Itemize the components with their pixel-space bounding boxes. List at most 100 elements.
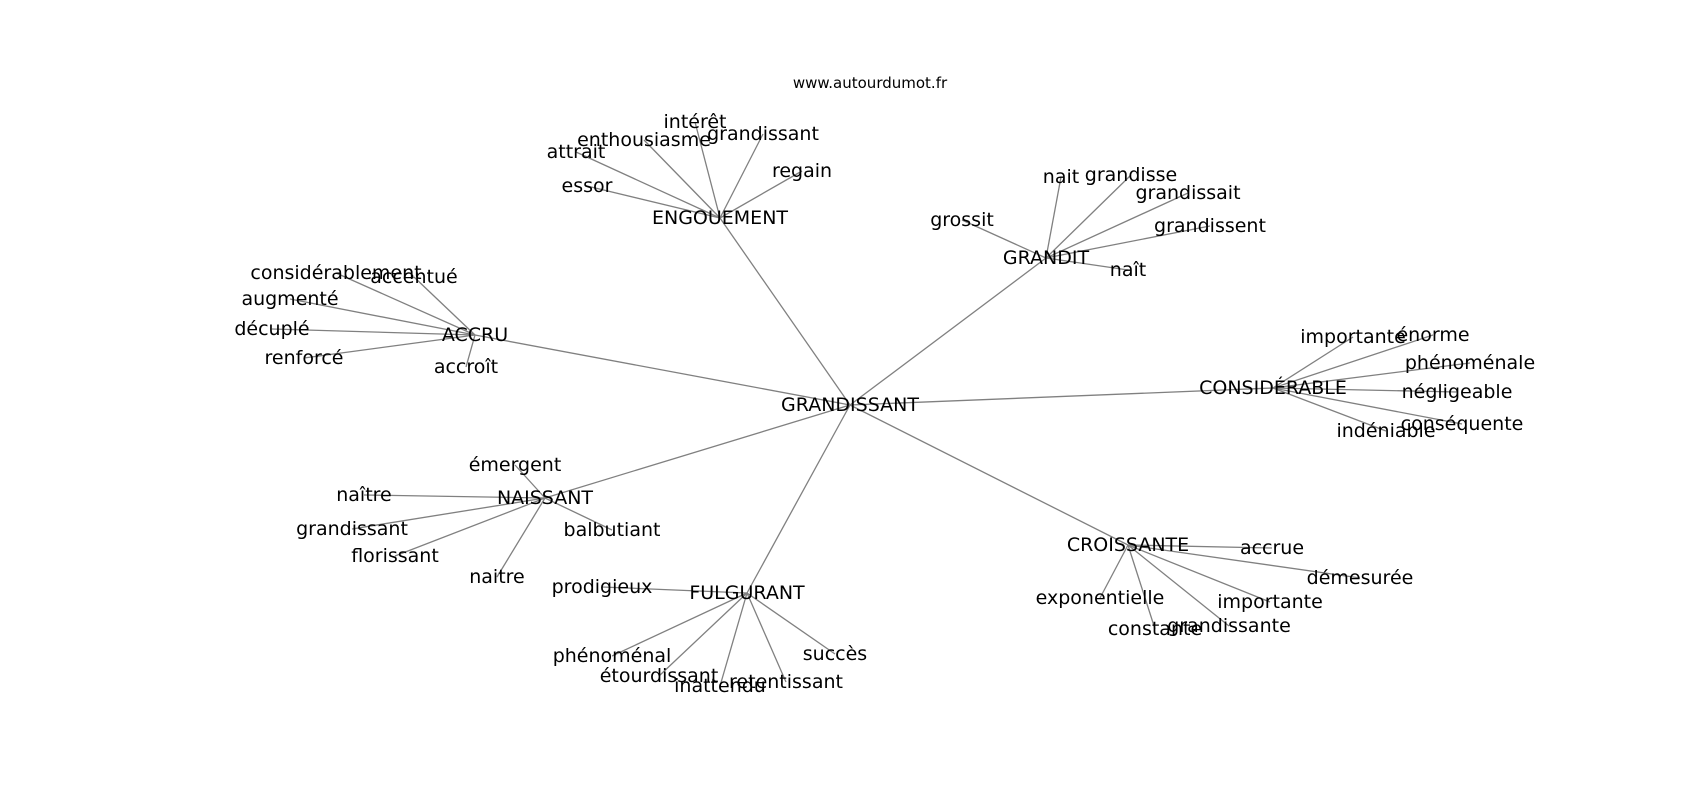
edge-center-considerable [849,387,1274,406]
edge-naissant-leaf-3 [394,497,546,557]
edge-center-fulgurant [746,404,851,594]
hub-node-fulgurant[interactable]: FULGURANT [689,582,805,604]
graph-edges [271,121,1471,687]
edge-croissante-leaf-2 [1127,544,1271,603]
leaf-node-croissante-0[interactable]: accrue [1240,537,1304,559]
leaf-node-croissante-5[interactable]: exponentielle [1036,587,1165,609]
hub-node-grandit[interactable]: GRANDIT [1003,247,1090,269]
edge-accru-leaf-1 [413,276,476,336]
edge-fulgurant-leaf-4 [746,592,787,683]
edge-grandit-leaf-1 [1045,174,1132,259]
edge-engouement-leaf-2 [694,121,721,219]
leaf-node-engouement-3[interactable]: grandissant [707,123,819,145]
edge-engouement-leaf-5 [586,185,721,219]
edge-considerable-leaf-1 [1272,334,1434,389]
edge-accru-leaf-3 [271,328,476,336]
edge-naissant-leaf-2 [351,497,546,530]
edge-considerable-leaf-5 [1272,387,1387,432]
leaf-node-accru-1[interactable]: accentué [370,266,457,288]
edge-grandit-leaf-3 [1045,225,1211,259]
edge-fulgurant-leaf-5 [746,592,836,655]
leaf-node-accru-5[interactable]: accroît [434,356,498,378]
edge-grandit-leaf-2 [1045,192,1189,259]
edge-fulgurant-leaf-1 [611,592,748,657]
edge-center-accru [474,334,851,406]
hub-node-naissant[interactable]: NAISSANT [497,487,593,509]
leaf-node-considerable-3[interactable]: négligeable [1402,381,1513,403]
edge-accru-leaf-2 [289,298,476,336]
hub-node-accru[interactable]: ACCRU [442,324,508,346]
edge-engouement-leaf-3 [719,133,764,219]
edge-engouement-leaf-0 [575,151,721,219]
leaf-node-considerable-1[interactable]: énorme [1396,324,1469,346]
leaf-node-engouement-0[interactable]: attrait [547,141,606,163]
leaf-node-engouement-2[interactable]: intérêt [664,111,727,133]
leaf-node-grandit-2[interactable]: grandissait [1135,182,1240,204]
edge-croissante-leaf-4 [1127,544,1156,630]
leaf-node-accru-3[interactable]: décuplé [234,318,309,340]
leaf-node-croissante-3[interactable]: grandissante [1167,615,1291,637]
leaf-node-considerable-0[interactable]: importante [1300,326,1406,348]
hub-node-considerable[interactable]: CONSIDÉRABLE [1199,376,1347,399]
edge-considerable-leaf-2 [1272,362,1471,389]
leaf-node-naissant-4[interactable]: naitre [469,566,525,588]
leaf-node-considerable-4[interactable]: conséquente [1401,413,1524,435]
leaf-node-naissant-0[interactable]: émergent [469,454,562,476]
leaf-node-engouement-1[interactable]: enthousiasme [577,129,711,151]
edge-center-naissant [544,404,851,499]
leaf-node-considerable-2[interactable]: phénoménale [1405,352,1535,374]
leaf-node-grandit-4[interactable]: naît [1110,259,1146,281]
edge-center-croissante [849,404,1129,546]
leaf-node-grandit-3[interactable]: grandissent [1154,215,1266,237]
site-label: www.autourdumot.fr [793,74,948,92]
leaf-node-grandit-0[interactable]: nait [1043,166,1079,188]
edge-fulgurant-leaf-0 [601,586,748,594]
edge-croissante-leaf-5 [1099,544,1129,599]
edge-naissant-leaf-0 [514,464,546,499]
edge-engouement-leaf-4 [719,170,803,219]
leaf-node-grandit-1[interactable]: grandisse [1085,164,1177,186]
hub-node-croissante[interactable]: CROISSANTE [1067,534,1189,556]
center-node[interactable]: GRANDISSANT [781,394,919,416]
leaf-node-naissant-5[interactable]: balbutiant [564,519,661,541]
edge-naissant-leaf-5 [544,497,613,531]
edge-considerable-leaf-3 [1272,387,1458,393]
leaf-node-considerable-5[interactable]: indéniable [1336,420,1435,442]
leaf-node-fulgurant-4[interactable]: retentissant [729,671,843,693]
edge-accru-leaf-5 [465,334,476,368]
edge-naissant-leaf-4 [496,497,546,578]
leaf-node-fulgurant-0[interactable]: prodigieux [552,576,653,598]
edge-grandit-leaf-0 [1045,176,1062,259]
leaf-node-fulgurant-1[interactable]: phénoménal [553,645,672,667]
graph-labels: GRANDISSANT ENGOUEMENT attraitenthousiasme… [234,111,1535,697]
edge-fulgurant-leaf-3 [719,592,748,687]
leaf-node-grandit-5[interactable]: grossit [930,209,994,231]
edge-fulgurant-leaf-2 [658,592,748,677]
edge-engouement-leaf-1 [643,139,721,219]
leaf-node-fulgurant-3[interactable]: inattendu [674,675,766,697]
leaf-node-fulgurant-2[interactable]: étourdissant [600,665,719,687]
leaf-node-naissant-2[interactable]: grandissant [296,518,408,540]
leaf-node-croissante-1[interactable]: démesurée [1307,567,1414,589]
edge-considerable-leaf-4 [1272,387,1463,425]
leaf-node-naissant-1[interactable]: naître [336,484,392,506]
leaf-node-fulgurant-5[interactable]: succès [803,643,867,665]
leaf-node-croissante-4[interactable]: constante [1108,618,1202,640]
leaf-node-naissant-3[interactable]: florissant [351,545,439,567]
edge-croissante-leaf-0 [1127,544,1273,549]
leaf-node-accru-2[interactable]: augmenté [241,288,338,310]
edge-grandit-leaf-4 [1045,257,1129,271]
leaf-node-engouement-4[interactable]: regain [772,160,832,182]
edge-accru-leaf-0 [335,272,476,336]
edge-croissante-leaf-3 [1127,544,1230,627]
leaf-node-accru-0[interactable]: considérablement [250,262,421,284]
leaf-node-accru-4[interactable]: renforcé [265,347,344,369]
edge-naissant-leaf-1 [363,494,546,499]
edge-accru-leaf-4 [303,334,476,359]
leaf-node-croissante-2[interactable]: importante [1217,591,1323,613]
leaf-node-engouement-5[interactable]: essor [562,175,613,197]
hub-node-engouement[interactable]: ENGOUEMENT [652,207,788,229]
edge-center-engouement [719,217,851,406]
edge-center-grandit [849,257,1047,406]
